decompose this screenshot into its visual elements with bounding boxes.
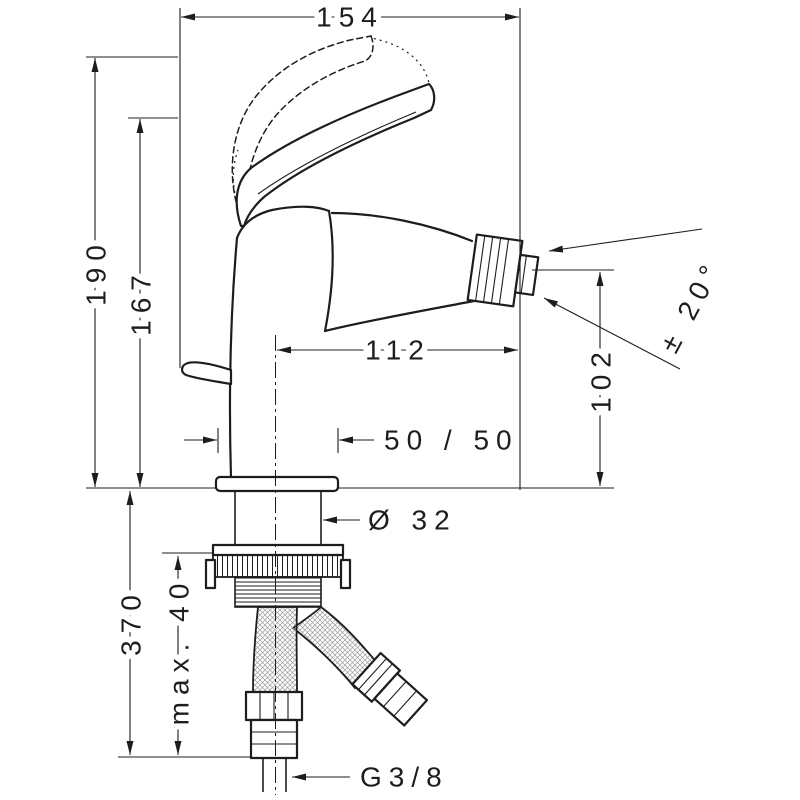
- hose-fitting-straight: [244, 690, 304, 792]
- dim-label-hole-diameter: Ø 32: [368, 505, 457, 536]
- dim-label-overall-width: 154: [316, 2, 384, 33]
- supply-hose-angled: [291, 605, 429, 727]
- faucet-body: [228, 205, 334, 480]
- dim-max-deck-thickness: max. 40: [158, 552, 212, 755]
- waste-lever: [181, 361, 233, 386]
- dim-label-base-split: 50 / 50: [384, 425, 519, 456]
- dim-spout-reach: 112: [277, 329, 518, 372]
- dim-label-spray-angle: ± 20°: [654, 254, 729, 357]
- dim-label-spout-height: 102: [586, 345, 617, 413]
- dim-label-height-to-spout: 167: [126, 268, 157, 336]
- dim-label-connection-thread: G3/8: [360, 762, 449, 793]
- faucet-spout: [323, 211, 476, 333]
- dim-overall-height: 190: [75, 56, 178, 487]
- handle-lever: [231, 35, 436, 228]
- dim-spray-angle: ± 20°: [543, 228, 729, 370]
- deck-flange: [214, 475, 340, 493]
- dim-spout-height: 102: [532, 269, 623, 486]
- dim-connection-thread: G3/8: [292, 762, 449, 793]
- dim-overall-width: 154: [179, 0, 521, 490]
- supply-hose-straight: [244, 606, 304, 792]
- dim-hole-diameter: Ø 32: [323, 505, 457, 536]
- aerator: [466, 233, 540, 308]
- dim-label-overall-height: 190: [81, 238, 112, 306]
- hose-fitting-angled: [351, 651, 429, 727]
- mounting-shaft: [204, 490, 352, 608]
- dim-below-deck-length: 370: [110, 491, 252, 758]
- dim-label-max-deck-thickness: max. 40: [164, 577, 195, 726]
- dim-height-to-spout: 167: [120, 117, 178, 487]
- dim-base-split: 50 / 50: [184, 425, 519, 456]
- dim-label-below-deck-length: 370: [116, 588, 147, 656]
- dim-label-spout-reach: 112: [365, 335, 431, 366]
